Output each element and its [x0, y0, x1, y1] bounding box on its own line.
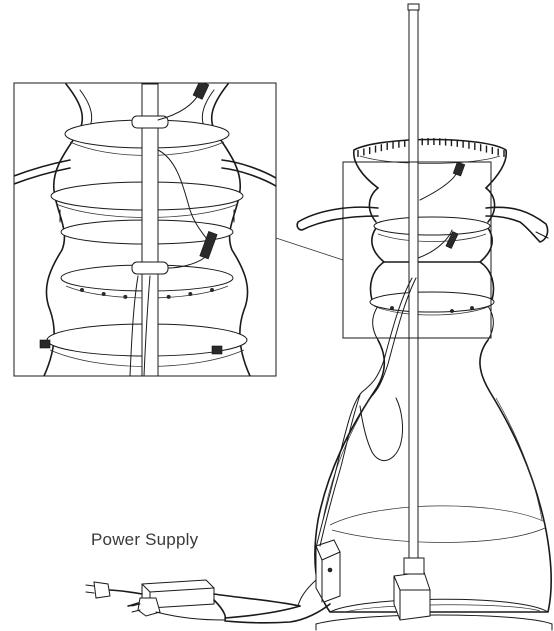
left-arm [296, 206, 379, 231]
inset-ring-dot [123, 294, 128, 299]
lamp-assembly [224, 3, 553, 631]
base-shade [314, 339, 552, 613]
right-arm [485, 206, 549, 243]
power-plug-icon-2 [131, 597, 161, 617]
power-supply-label: Power Supply [91, 530, 199, 549]
leader-line [275, 237, 344, 261]
pole-base-unit [393, 557, 431, 621]
inset-ring-dot [210, 288, 214, 292]
power-plug-icon [85, 581, 111, 599]
zoom-region [342, 161, 492, 339]
power-supply-assembly [85, 579, 301, 621]
detail-inset [13, 82, 492, 377]
inset-ring-dot [188, 292, 193, 296]
junction-block [315, 539, 341, 603]
inset-ring-dot [80, 288, 84, 292]
inset-ring-dot [166, 294, 171, 299]
inset-ring-dot [101, 292, 106, 296]
crown-teeth [357, 138, 505, 157]
